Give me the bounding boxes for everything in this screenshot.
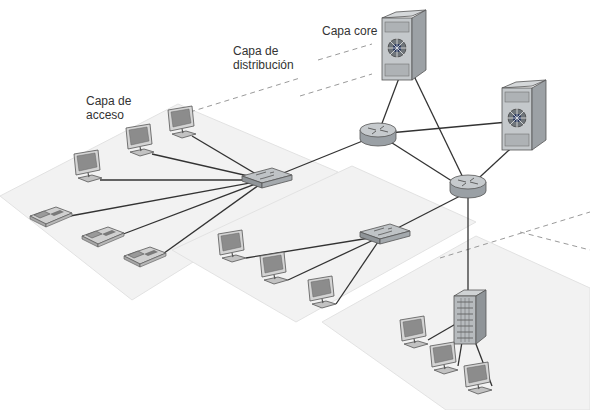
pc — [430, 342, 458, 374]
layer-planes — [0, 104, 590, 410]
pc — [400, 316, 428, 348]
core-switch — [382, 10, 426, 80]
core-switch — [502, 80, 546, 150]
layer-label: Capa de distribución — [233, 44, 313, 72]
wire — [118, 180, 266, 236]
wire — [467, 190, 468, 296]
devices — [30, 10, 546, 394]
dashed-separator — [440, 212, 590, 258]
pc — [168, 106, 196, 138]
wire — [160, 180, 266, 256]
firewall — [454, 290, 486, 344]
dashed-separator — [318, 44, 372, 60]
ip-phone — [82, 227, 124, 247]
wire — [336, 236, 382, 304]
pc — [260, 252, 288, 284]
pc — [74, 150, 102, 182]
dashed-separator — [190, 78, 300, 112]
access-switch — [360, 224, 410, 244]
router — [360, 123, 396, 146]
router — [450, 175, 486, 198]
layer-label: Capa de acceso — [86, 94, 148, 122]
pc — [126, 124, 154, 156]
pc — [308, 276, 336, 308]
pc — [218, 230, 246, 262]
wire — [100, 179, 266, 180]
access-switch — [242, 168, 292, 188]
pc — [464, 362, 492, 394]
dashed-separator — [300, 74, 372, 96]
layer-label: Capa core — [322, 24, 412, 38]
network-wires — [70, 70, 520, 386]
ip-phone — [30, 207, 72, 227]
wire — [70, 180, 266, 216]
access-plane — [322, 236, 590, 410]
dashed-separator — [520, 232, 590, 250]
wire — [414, 76, 468, 188]
wire — [378, 122, 508, 134]
ip-phone — [124, 247, 166, 267]
